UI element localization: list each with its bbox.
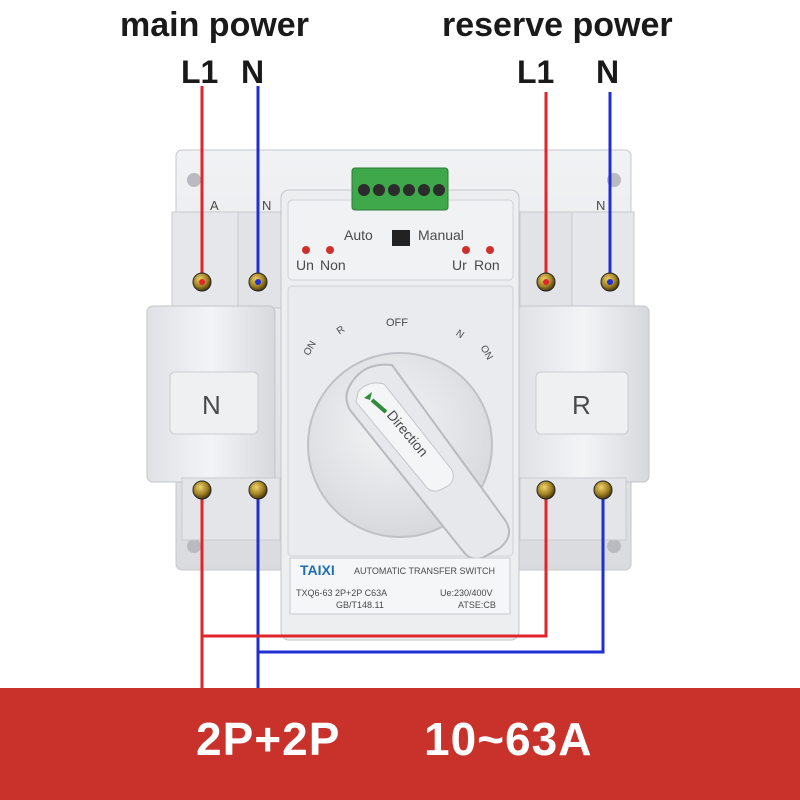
rotary-dial[interactable] (307, 352, 510, 560)
class-code: ATSE:CB (458, 600, 496, 610)
indicator-ur-led (462, 246, 470, 254)
mode-auto-label: Auto (344, 227, 373, 243)
green-terminal-block (351, 167, 449, 211)
wires (200, 86, 612, 690)
mode-slide-switch[interactable] (392, 230, 410, 246)
poles-label: 2P+2P (196, 713, 341, 765)
right-module (516, 305, 650, 483)
main-n-label: N (241, 54, 265, 90)
left-module-letter: N (202, 390, 221, 420)
reserve-power-label: reserve power (442, 6, 673, 44)
panel-letter-n-right: N (596, 198, 605, 213)
voltage-rating: Ue:230/400V (440, 588, 493, 598)
indicator-ron-label: Ron (474, 257, 500, 273)
indicator-un-led (302, 246, 310, 254)
bridge-n-wire (258, 490, 605, 654)
indicator-un-label: Un (296, 257, 314, 273)
current-range-label: 10~63A (424, 713, 593, 765)
standard-code: GB/T148.11 (336, 600, 384, 610)
bridge-l1-wire (202, 490, 548, 638)
right-module-letter: R (572, 390, 591, 420)
panel-letter-n-left: N (262, 198, 271, 213)
indicator-ur-label: Ur (452, 257, 467, 273)
reserve-l1-label: L1 (517, 54, 555, 90)
nameplate (289, 557, 511, 615)
indicator-non-label: Non (320, 257, 346, 273)
spec-banner (0, 688, 800, 800)
mode-manual-label: Manual (418, 227, 464, 243)
product-name: AUTOMATIC TRANSFER SWITCH (354, 566, 495, 576)
indicator-non-led (326, 246, 334, 254)
dial-off-label: OFF (386, 317, 408, 329)
brand-logo: TAIXI (300, 562, 335, 578)
terminal-screws (192, 272, 620, 500)
reserve-n-label: N (596, 54, 620, 90)
indicator-ron-led (486, 246, 494, 254)
main-power-label: main power (120, 6, 309, 44)
left-module (146, 305, 276, 483)
panel-letter-a: A (210, 198, 219, 213)
main-l1-label: L1 (181, 54, 219, 90)
model-number: TXQ6-63 2P+2P C63A (296, 588, 387, 598)
